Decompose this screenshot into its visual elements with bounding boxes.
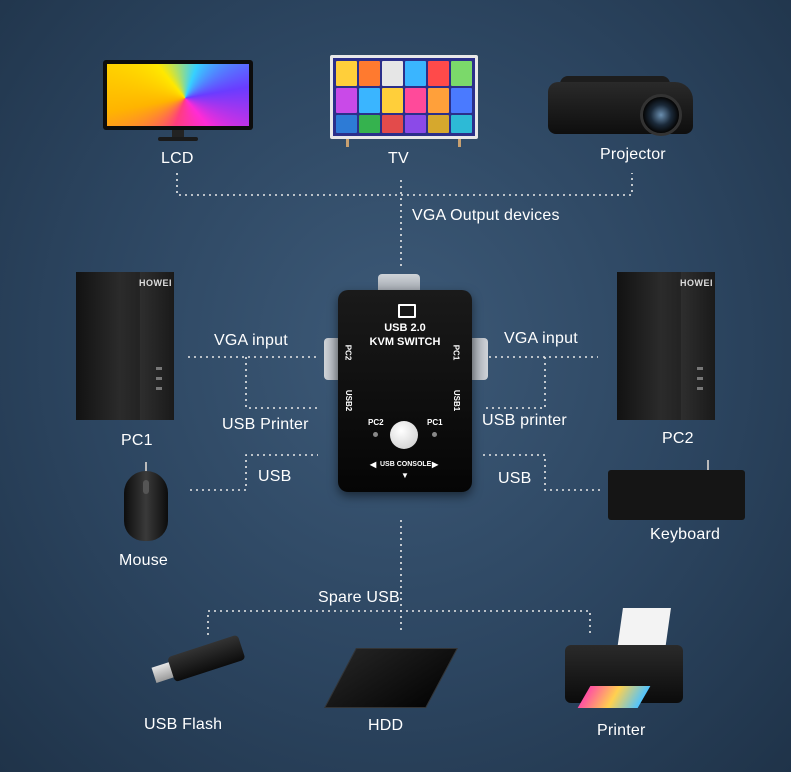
- printer-label: Printer: [597, 722, 646, 739]
- kvm-title-line2: KVM SWITCH: [369, 336, 441, 348]
- kvm-port-pc1-label: PC1: [451, 344, 461, 361]
- printer-paper: [617, 608, 671, 650]
- printer-photo-output: [577, 686, 651, 708]
- kvm-vga-pc2-port: [324, 338, 342, 380]
- vga-output-devices-label: VGA Output devices: [412, 207, 560, 224]
- usb-right-label: USB: [498, 470, 532, 487]
- tv-leg-right: [458, 139, 461, 147]
- pc2-label: PC2: [662, 430, 694, 447]
- hdd-label: HDD: [368, 717, 404, 734]
- wire-spare-bus: [207, 610, 591, 635]
- kvm-led-pc1: [432, 432, 437, 437]
- pc2-brand: HOWEI: [680, 278, 713, 288]
- mouse-label: Mouse: [119, 552, 169, 569]
- wire-keyboard: [483, 454, 600, 491]
- kvm-switch-image: [338, 290, 472, 492]
- usb-printer-right-label: USB printer: [482, 412, 567, 429]
- wire-mouse: [190, 454, 318, 491]
- kvm-console-label: USB CONSOLE: [380, 461, 432, 468]
- kvm-led-pc2: [373, 432, 378, 437]
- tv-leg-left: [346, 139, 349, 147]
- projector-lens: [640, 94, 682, 136]
- pc1-label: PC1: [121, 432, 153, 449]
- kvm-title-line1: USB 2.0: [384, 322, 426, 334]
- mouse-wheel: [143, 480, 149, 494]
- vga-input-left-label: VGA input: [214, 332, 288, 349]
- kvm-port-usb2-label: USB2: [344, 389, 354, 412]
- kvm-console-right-icon: ▶: [432, 460, 439, 469]
- kvm-usb-icon: [398, 304, 416, 318]
- kvm-port-usb1-label: USB1: [452, 389, 462, 412]
- keyboard-image: [608, 470, 745, 520]
- kvm-led-pc1-label: PC1: [427, 418, 443, 427]
- spare-usb-label: Spare USB: [318, 589, 400, 606]
- wire-pc2-usb: [483, 357, 546, 409]
- kvm-vga-pc1-port: [470, 338, 488, 380]
- keyboard-label: Keyboard: [650, 526, 721, 543]
- wire-lcd: [176, 173, 633, 196]
- kvm-console-left-icon: ◀: [370, 460, 377, 469]
- tv-label: TV: [388, 150, 409, 167]
- kvm-switch-button: [390, 421, 418, 449]
- usb-left-label: USB: [258, 468, 292, 485]
- kvm-led-pc2-label: PC2: [368, 418, 384, 427]
- keyboard-cable: [707, 460, 709, 472]
- pc1-brand: HOWEI: [139, 278, 172, 288]
- usb-printer-left-label: USB Printer: [222, 416, 309, 433]
- lcd-base: [158, 137, 198, 141]
- kvm-vga-output-port: [378, 274, 420, 294]
- pc2-tower-image: HOWEI: [617, 272, 715, 420]
- kvm-console-down-icon: ▼: [401, 471, 409, 480]
- kvm-port-pc2-label: PC2: [343, 344, 353, 361]
- lcd-label: LCD: [161, 150, 194, 167]
- pc1-tower-image: HOWEI: [76, 272, 174, 420]
- wire-pc1-usb: [245, 357, 318, 409]
- lcd-stand: [172, 130, 184, 138]
- projector-label: Projector: [600, 146, 666, 163]
- vga-input-right-label: VGA input: [504, 330, 578, 347]
- mouse-cable: [145, 462, 147, 472]
- usb-flash-label: USB Flash: [144, 716, 223, 733]
- tv-image: [330, 55, 478, 139]
- lcd-monitor-image: [103, 60, 253, 130]
